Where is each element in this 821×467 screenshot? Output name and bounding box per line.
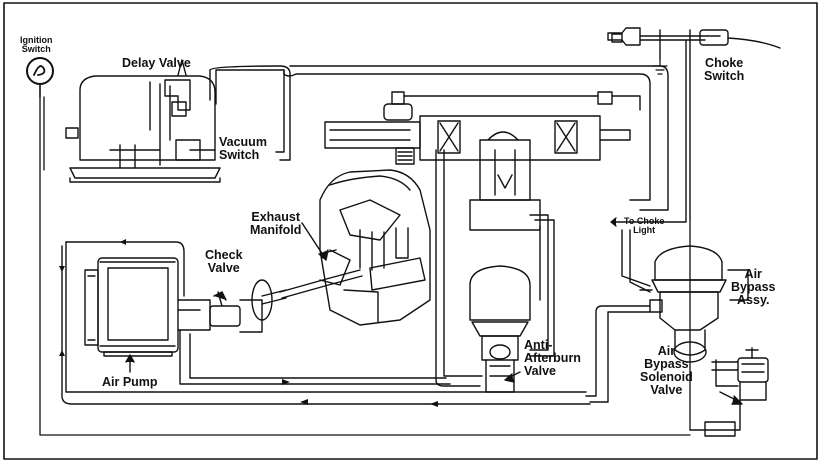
label-line: Valve xyxy=(207,261,240,276)
label-delay-valve: Delay Valve xyxy=(122,56,191,70)
air-line-right xyxy=(585,229,749,403)
label-exhaust-manifold: Exhaust Manifold xyxy=(250,210,302,238)
label-line: Air xyxy=(657,344,676,358)
label-line: To Choke xyxy=(624,216,665,226)
vacuum-line-top-outer xyxy=(289,65,669,211)
arrow-icon xyxy=(731,395,743,405)
label-air-pump: Air Pump xyxy=(102,375,158,389)
label-line: Manifold xyxy=(250,223,302,238)
vacuum-line-top-left xyxy=(209,65,291,161)
diagram-frame xyxy=(3,2,818,460)
label-line: Choke xyxy=(705,56,744,70)
label-line: Vacuum xyxy=(219,135,267,149)
label-line: Assy. xyxy=(737,293,770,308)
air-cleaner-assembly xyxy=(65,75,221,183)
label-line: Air xyxy=(744,267,762,281)
label-air-bypass-solenoid-valve: Air Bypass Solenoid Valve xyxy=(640,344,693,398)
anti-afterburn-valve xyxy=(469,265,531,393)
label-line: Exhaust xyxy=(251,210,301,224)
engine-block xyxy=(319,169,431,326)
ignition-wire xyxy=(39,96,691,436)
vacuum-lines-center xyxy=(435,149,555,387)
label-line: Bypass xyxy=(731,280,776,295)
label-choke-switch: Choke Switch xyxy=(704,56,745,84)
label-line: Solenoid xyxy=(640,370,693,385)
delay-valve-leader xyxy=(177,59,187,76)
label-line: Valve xyxy=(524,364,556,379)
ignition-switch-icon xyxy=(26,57,54,98)
label-anti-afterburn-valve: Anti- Afterburn Valve xyxy=(524,338,581,379)
label-line: Switch xyxy=(704,69,745,84)
air-pump xyxy=(84,257,211,357)
label-line: Bypass xyxy=(644,357,689,372)
label-line: Afterburn xyxy=(524,351,581,366)
label-line: Ignition xyxy=(20,35,53,45)
exhaust-manifold-leader xyxy=(301,222,326,259)
label-line: Switch xyxy=(21,44,51,55)
label-vacuum-switch: Vacuum Switch xyxy=(219,135,267,163)
flow-arrows xyxy=(59,239,438,407)
carburetor-assembly xyxy=(324,91,641,231)
label-line: Check xyxy=(205,248,243,262)
check-valve xyxy=(209,279,287,333)
air-bypass-solenoid-valve xyxy=(689,347,769,437)
label-air-bypass-assy: Air Bypass Assy. xyxy=(731,267,776,308)
arrow-icon xyxy=(504,373,515,383)
label-ignition-switch: Ignition Switch xyxy=(20,35,53,55)
air-line-left-loop xyxy=(61,241,591,405)
choke-switch-icon xyxy=(607,27,781,223)
label-to-choke-light: To Choke Light xyxy=(624,216,665,236)
vacuum-line-top xyxy=(283,69,651,201)
label-line: Switch xyxy=(219,148,260,163)
arrow-icon xyxy=(610,217,617,227)
label-line: Valve xyxy=(650,383,683,398)
label-check-valve: Check Valve xyxy=(205,248,243,276)
label-line: Light xyxy=(633,225,656,236)
arrow-icon xyxy=(318,249,329,261)
arrow-icon xyxy=(125,354,135,363)
label-line: Anti- xyxy=(524,338,553,352)
